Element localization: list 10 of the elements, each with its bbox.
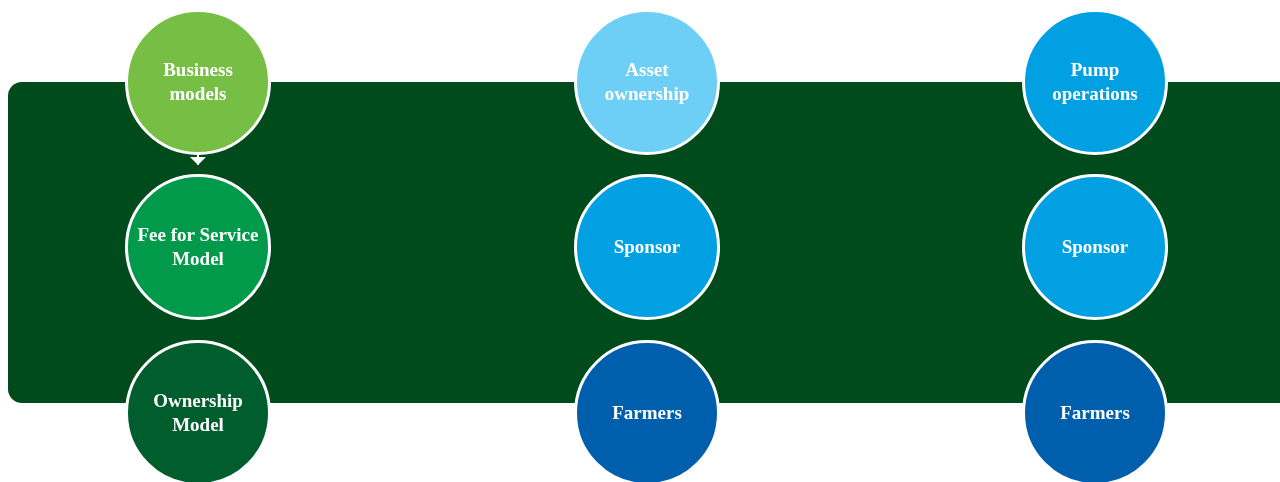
node-label: Fee for Service Model bbox=[136, 223, 260, 271]
node-label: Ownership Model bbox=[152, 389, 244, 437]
node-label: Business models bbox=[162, 58, 234, 106]
node-label: Farmers bbox=[1060, 401, 1130, 425]
node-label: Asset ownership bbox=[603, 58, 691, 106]
arrow bbox=[190, 154, 206, 166]
node-label: Sponsor bbox=[613, 235, 681, 259]
node-label: Farmers bbox=[612, 401, 682, 425]
node-label: Sponsor bbox=[1061, 235, 1129, 259]
node-label: Pump operations bbox=[1051, 58, 1139, 106]
